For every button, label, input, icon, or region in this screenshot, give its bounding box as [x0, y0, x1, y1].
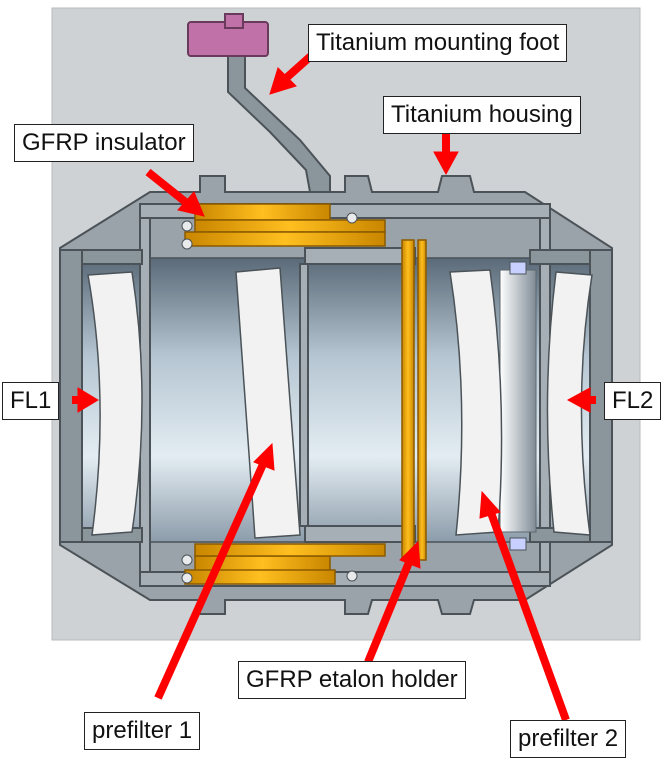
arrow-fl1 [72, 387, 99, 413]
label-mounting-foot: Titanium mounting foot [308, 24, 568, 62]
lens-fl1 [87, 271, 143, 536]
right-bore-section [499, 269, 537, 533]
mounting-foot-bracket [227, 39, 331, 193]
label-insulator: GFRP insulator [14, 124, 194, 162]
arrow-mounting-foot [269, 52, 315, 95]
gfrp-insulator [184, 203, 386, 585]
arrow-prefilter1 [154, 442, 275, 700]
arrow-etalon [364, 540, 421, 664]
gfrp-etalon-holder [401, 239, 427, 561]
lens-prefilter1 [235, 267, 301, 539]
arrow-insulator [145, 168, 205, 217]
label-fl1: FL1 [2, 382, 60, 420]
label-prefilter2: prefilter 2 [510, 720, 627, 758]
screw-details [181, 212, 527, 584]
label-housing: Titanium housing [383, 96, 581, 134]
arrows [72, 52, 596, 722]
arrow-housing [433, 132, 459, 176]
arrow-fl2 [566, 387, 596, 413]
arrow-prefilter2 [479, 490, 570, 722]
label-prefilter1: prefilter 1 [84, 712, 201, 750]
label-fl2: FL2 [604, 382, 662, 420]
label-etalon-holder: GFRP etalon holder [238, 661, 466, 699]
lens-fl2 [546, 271, 593, 536]
